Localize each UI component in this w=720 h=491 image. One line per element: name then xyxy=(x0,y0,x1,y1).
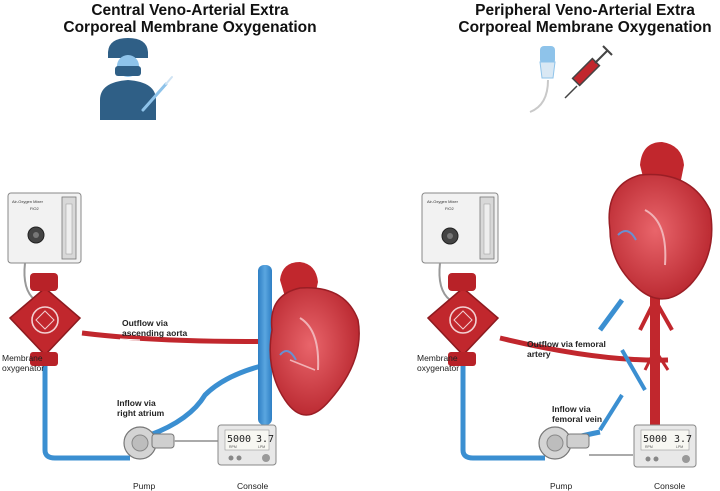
scalpel-icon xyxy=(141,76,173,112)
console-right: 5000 RPM 3.7 LPM xyxy=(633,424,697,468)
label-line-2: oxygenator xyxy=(2,363,45,373)
label-line-1: Membrane xyxy=(417,353,458,363)
ultrasound-probe-icon xyxy=(529,46,556,113)
label-line-1: Inflow via xyxy=(552,404,591,414)
mixer-title: Air-Oxygen Mixer xyxy=(427,199,459,204)
title-line-2: Corporeal Membrane Oxygenation xyxy=(458,19,712,36)
inflow-cannula-left xyxy=(149,362,266,438)
label-line-1: Outflow via femoral xyxy=(527,339,606,349)
inflow-label-right: Inflow via femoral vein xyxy=(552,404,602,424)
venous-line-right xyxy=(460,366,545,461)
console-label-left: Console xyxy=(237,481,269,491)
console-rpm-unit: RPM xyxy=(229,445,237,449)
outflow-label-left: Outflow via ascending aorta xyxy=(122,318,187,338)
membrane-oxygenator-right xyxy=(426,273,500,366)
membrane-oxygenator-left xyxy=(8,273,82,366)
label-line-2: artery xyxy=(527,349,551,359)
label-line-2: right atrium xyxy=(117,408,165,418)
console-rpm-value: 5000 xyxy=(643,434,667,445)
title-line-1: Peripheral Veno-Arterial Extra xyxy=(475,2,695,19)
console-left: 5000 RPM 3.7 LPM xyxy=(217,424,277,466)
console-flow-value: 3.7 xyxy=(256,434,274,445)
mixer-title: Air-Oxygen Mixer xyxy=(12,199,44,204)
console-flow-unit: LPM xyxy=(676,445,683,449)
label-line-2: oxygenator xyxy=(417,363,460,373)
label-line-1: Membrane xyxy=(2,353,43,363)
console-flow-unit: LPM xyxy=(258,445,265,449)
mixer-fio2: FiO2 xyxy=(445,206,454,211)
label-line-2: femoral vein xyxy=(552,414,603,424)
outflow-label-right: Outflow via femoral artery xyxy=(527,339,606,359)
pump-left xyxy=(123,426,175,460)
title-central-va-ecmo: Central Veno-Arterial Extra Corporeal Me… xyxy=(40,2,340,36)
syringe-icon xyxy=(564,45,613,99)
heart-right xyxy=(608,142,713,300)
console-label-right: Console xyxy=(654,481,686,491)
title-peripheral-va-ecmo: Peripheral Veno-Arterial Extra Corporeal… xyxy=(435,2,720,36)
heart-left xyxy=(258,262,360,425)
membrane-oxygenator-label-left: Membrane oxygenator xyxy=(2,353,44,373)
console-flow-value: 3.7 xyxy=(674,434,692,445)
pump-label-left: Pump xyxy=(133,481,156,491)
membrane-oxygenator-label-right: Membrane oxygenator xyxy=(417,353,459,373)
surgeon-icon xyxy=(100,38,156,120)
pump-right xyxy=(538,426,590,460)
mixer-fio2: FiO2 xyxy=(30,206,39,211)
inflow-label-left: Inflow via right atrium xyxy=(117,398,164,418)
label-line-1: Inflow via xyxy=(117,398,156,408)
air-oxygen-mixer-left: Air-Oxygen Mixer FiO2 xyxy=(7,192,82,264)
console-rpm-value: 5000 xyxy=(227,434,251,445)
label-line-2: ascending aorta xyxy=(122,328,188,338)
label-line-1: Outflow via xyxy=(122,318,168,328)
title-line-1: Central Veno-Arterial Extra xyxy=(91,2,289,19)
venous-line-left xyxy=(42,366,130,461)
title-line-2: Corporeal Membrane Oxygenation xyxy=(63,19,317,36)
console-rpm-unit: RPM xyxy=(645,445,653,449)
air-oxygen-mixer-right: Air-Oxygen Mixer FiO2 xyxy=(421,192,499,264)
pump-label-right: Pump xyxy=(550,481,573,491)
